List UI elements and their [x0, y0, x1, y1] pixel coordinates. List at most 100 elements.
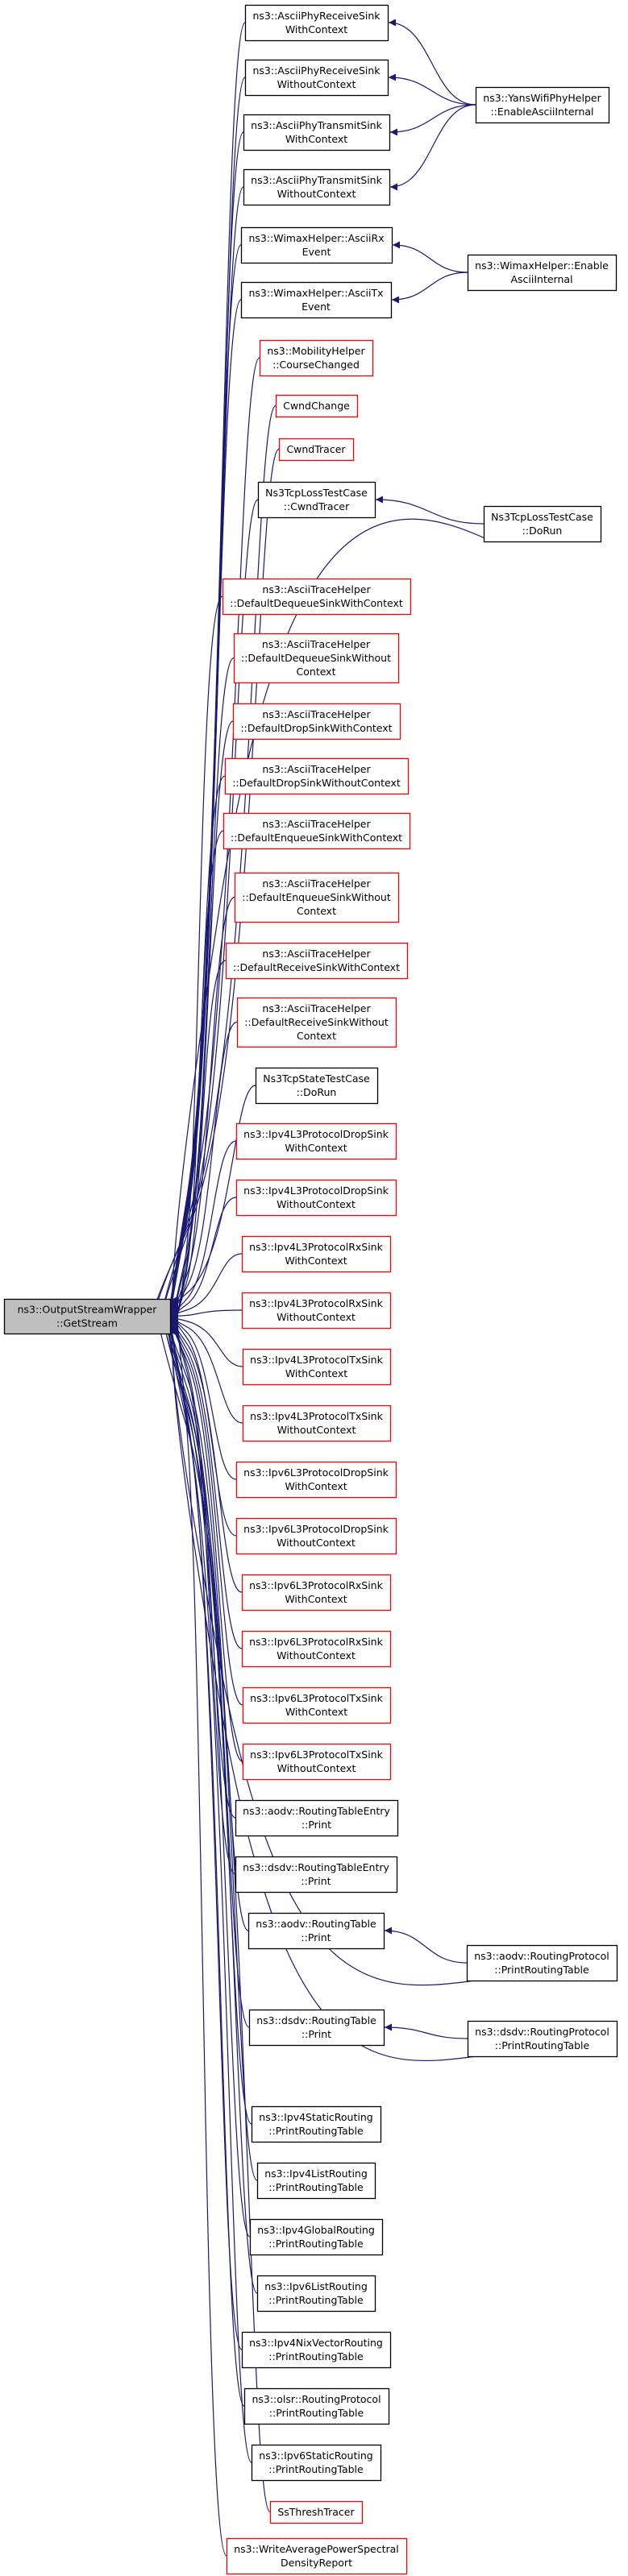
node-label-line: ::DoRun	[297, 1086, 337, 1098]
callee-node[interactable]: ns3::AsciiTraceHelper::DefaultEnqueueSin…	[234, 872, 400, 923]
node-label-line: ns3::Ipv6StaticRouting	[259, 2449, 372, 2462]
node-box	[243, 114, 391, 151]
node-label-line: ns3::AsciiTraceHelper	[262, 877, 371, 890]
node-label-line: ns3::OutputStreamWrapper	[18, 1304, 158, 1316]
callee-node[interactable]: ns3::Ipv6ListRouting::PrintRoutingTable	[256, 2275, 376, 2313]
callee-node[interactable]: ns3::AsciiTraceHelper::DefaultReceiveSin…	[236, 997, 397, 1048]
node-label-line: WithContext	[285, 1255, 347, 1267]
node-label-line: Context	[297, 1030, 336, 1042]
edge-c4-to-n34	[384, 1927, 468, 1964]
callee-node[interactable]: ns3::Ipv4NixVectorRouting::PrintRoutingT…	[241, 2331, 392, 2369]
callee-node[interactable]: SsThreshTracer	[269, 2500, 364, 2524]
node-label-line: ::DefaultDequeueSinkWithout	[241, 652, 391, 664]
callee-node[interactable]: ns3::AsciiTraceHelper::DefaultDequeueSin…	[222, 578, 412, 616]
node-box	[235, 1856, 398, 1894]
node-label-line: ns3::AsciiTraceHelper	[262, 763, 371, 775]
node-box	[257, 481, 376, 519]
callee-node[interactable]: ns3::AsciiTraceHelper::DefaultEnqueueSin…	[223, 812, 411, 850]
node-label-line: WithoutContext	[277, 1537, 356, 1549]
caller-node[interactable]: ns3::YansWifiPhyHelper::EnableAsciiInter…	[475, 86, 610, 124]
node-label-line: ns3::Ipv4GlobalRouting	[257, 2224, 375, 2236]
callee-node[interactable]: ns3::AsciiTraceHelper::DefaultDequeueSin…	[233, 633, 400, 684]
callee-node[interactable]: ns3::Ipv4StaticRouting::PrintRoutingTabl…	[251, 2105, 382, 2143]
callee-node[interactable]: CwndTracer	[278, 438, 355, 462]
callee-node[interactable]: ns3::WriteAveragePowerSpectralDensityRep…	[226, 2537, 408, 2575]
edge-c5-to-root	[170, 1322, 476, 2061]
callee-node[interactable]: ns3::dsdv::RoutingTableEntry::Print	[235, 1856, 398, 1894]
node-label-line: ns3::Ipv6L3ProtocolRxSink	[249, 1636, 383, 1648]
node-label-line: ns3::AsciiTraceHelper	[262, 638, 371, 650]
node-label-line: ::Print	[301, 1875, 331, 1887]
callee-node[interactable]: ns3::Ipv4L3ProtocolDropSinkWithoutContex…	[235, 1179, 397, 1217]
node-label-line: ns3::AsciiPhyTransmitSink	[251, 174, 382, 186]
edge-n6-to-root	[168, 299, 242, 1325]
root-node[interactable]: ns3::OutputStreamWrapper::GetStream	[3, 1298, 172, 1335]
node-label-line: ns3::Ipv4L3ProtocolDropSink	[243, 1184, 389, 1197]
node-label-line: ns3::AsciiTraceHelper	[262, 818, 371, 830]
edge-c1-to-n1	[388, 19, 476, 106]
node-label-line: ns3::aodv::RoutingTableEntry	[243, 1805, 390, 1817]
node-label-line: ::CwndTracer	[284, 500, 350, 512]
node-label-line: WithContext	[285, 1367, 347, 1379]
node-label-line: ns3::Ipv6L3ProtocolRxSink	[249, 1579, 383, 1591]
callee-node[interactable]: ns3::Ipv4ListRouting::PrintRoutingTable	[256, 2162, 376, 2200]
node-box	[475, 86, 610, 124]
edge-n44-to-root	[170, 1302, 227, 2557]
node-box	[243, 168, 391, 206]
node-label-line: Event	[302, 301, 331, 313]
callee-node[interactable]: ns3::dsdv::RoutingTable::Print	[248, 2009, 385, 2047]
node-label-line: ::DoRun	[522, 525, 563, 537]
node-label-line: ns3::Ipv4L3ProtocolTxSink	[250, 1410, 383, 1422]
caller-node[interactable]: ns3::aodv::RoutingProtocol::PrintRouting…	[466, 1944, 618, 1982]
node-box	[232, 703, 401, 740]
node-label-line: Ns3TcpLossTestCase	[491, 511, 593, 523]
callee-node[interactable]: ns3::Ipv6StaticRouting::PrintRoutingTabl…	[251, 2444, 382, 2482]
node-label-line: WithContext	[285, 1142, 347, 1154]
callee-node[interactable]: ns3::AsciiTraceHelper::DefaultDropSinkWi…	[232, 703, 401, 740]
callee-node[interactable]: ns3::olsr::RoutingProtocol::PrintRouting…	[243, 2387, 390, 2425]
edge-n29-to-root	[167, 1314, 243, 1649]
node-label-line: WithoutContext	[277, 1311, 356, 1323]
callee-node[interactable]: CwndChange	[275, 394, 359, 418]
node-label-line: ns3::Ipv6L3ProtocolDropSink	[243, 1466, 389, 1479]
node-box	[242, 1404, 392, 1442]
callee-node[interactable]: ns3::Ipv4GlobalRouting::PrintRoutingTabl…	[249, 2218, 384, 2256]
node-label-line: ::CourseChanged	[272, 359, 360, 371]
caller-node[interactable]: ns3::dsdv::RoutingProtocol::PrintRouting…	[467, 2020, 618, 2058]
caller-node[interactable]: ns3::WimaxHelper::EnableAsciiInternal	[467, 254, 618, 292]
node-label-line: WithContext	[285, 133, 347, 145]
callee-node[interactable]: ns3::aodv::RoutingTable::Print	[247, 1912, 385, 1950]
callee-node[interactable]: ns3::MobilityHelper::CourseChanged	[259, 339, 374, 377]
node-label-line: ns3::aodv::RoutingTable	[256, 1918, 376, 1930]
callee-node[interactable]: Ns3TcpStateTestCase::DoRun	[255, 1067, 379, 1105]
edge-c3-to-n10	[375, 496, 485, 525]
node-label-line: WithContext	[285, 23, 347, 35]
callee-node[interactable]: ns3::AsciiTraceHelper::DefaultReceiveSin…	[225, 942, 409, 980]
node-label-line: Context	[297, 905, 336, 917]
node-box	[223, 812, 411, 850]
callee-node[interactable]: ns3::Ipv6L3ProtocolDropSinkWithoutContex…	[235, 1517, 397, 1555]
node-box	[278, 438, 355, 462]
edge-n15-to-root	[170, 830, 224, 1319]
callee-node[interactable]: ns3::AsciiTraceHelper::DefaultDropSinkWi…	[224, 757, 410, 795]
node-box	[241, 1292, 392, 1329]
caller-node[interactable]: Ns3TcpLossTestCase::DoRun	[483, 505, 602, 543]
callee-node[interactable]: Ns3TcpLossTestCase::CwndTracer	[257, 481, 376, 519]
callee-node[interactable]: ns3::aodv::RoutingTableEntry::Print	[235, 1799, 399, 1837]
